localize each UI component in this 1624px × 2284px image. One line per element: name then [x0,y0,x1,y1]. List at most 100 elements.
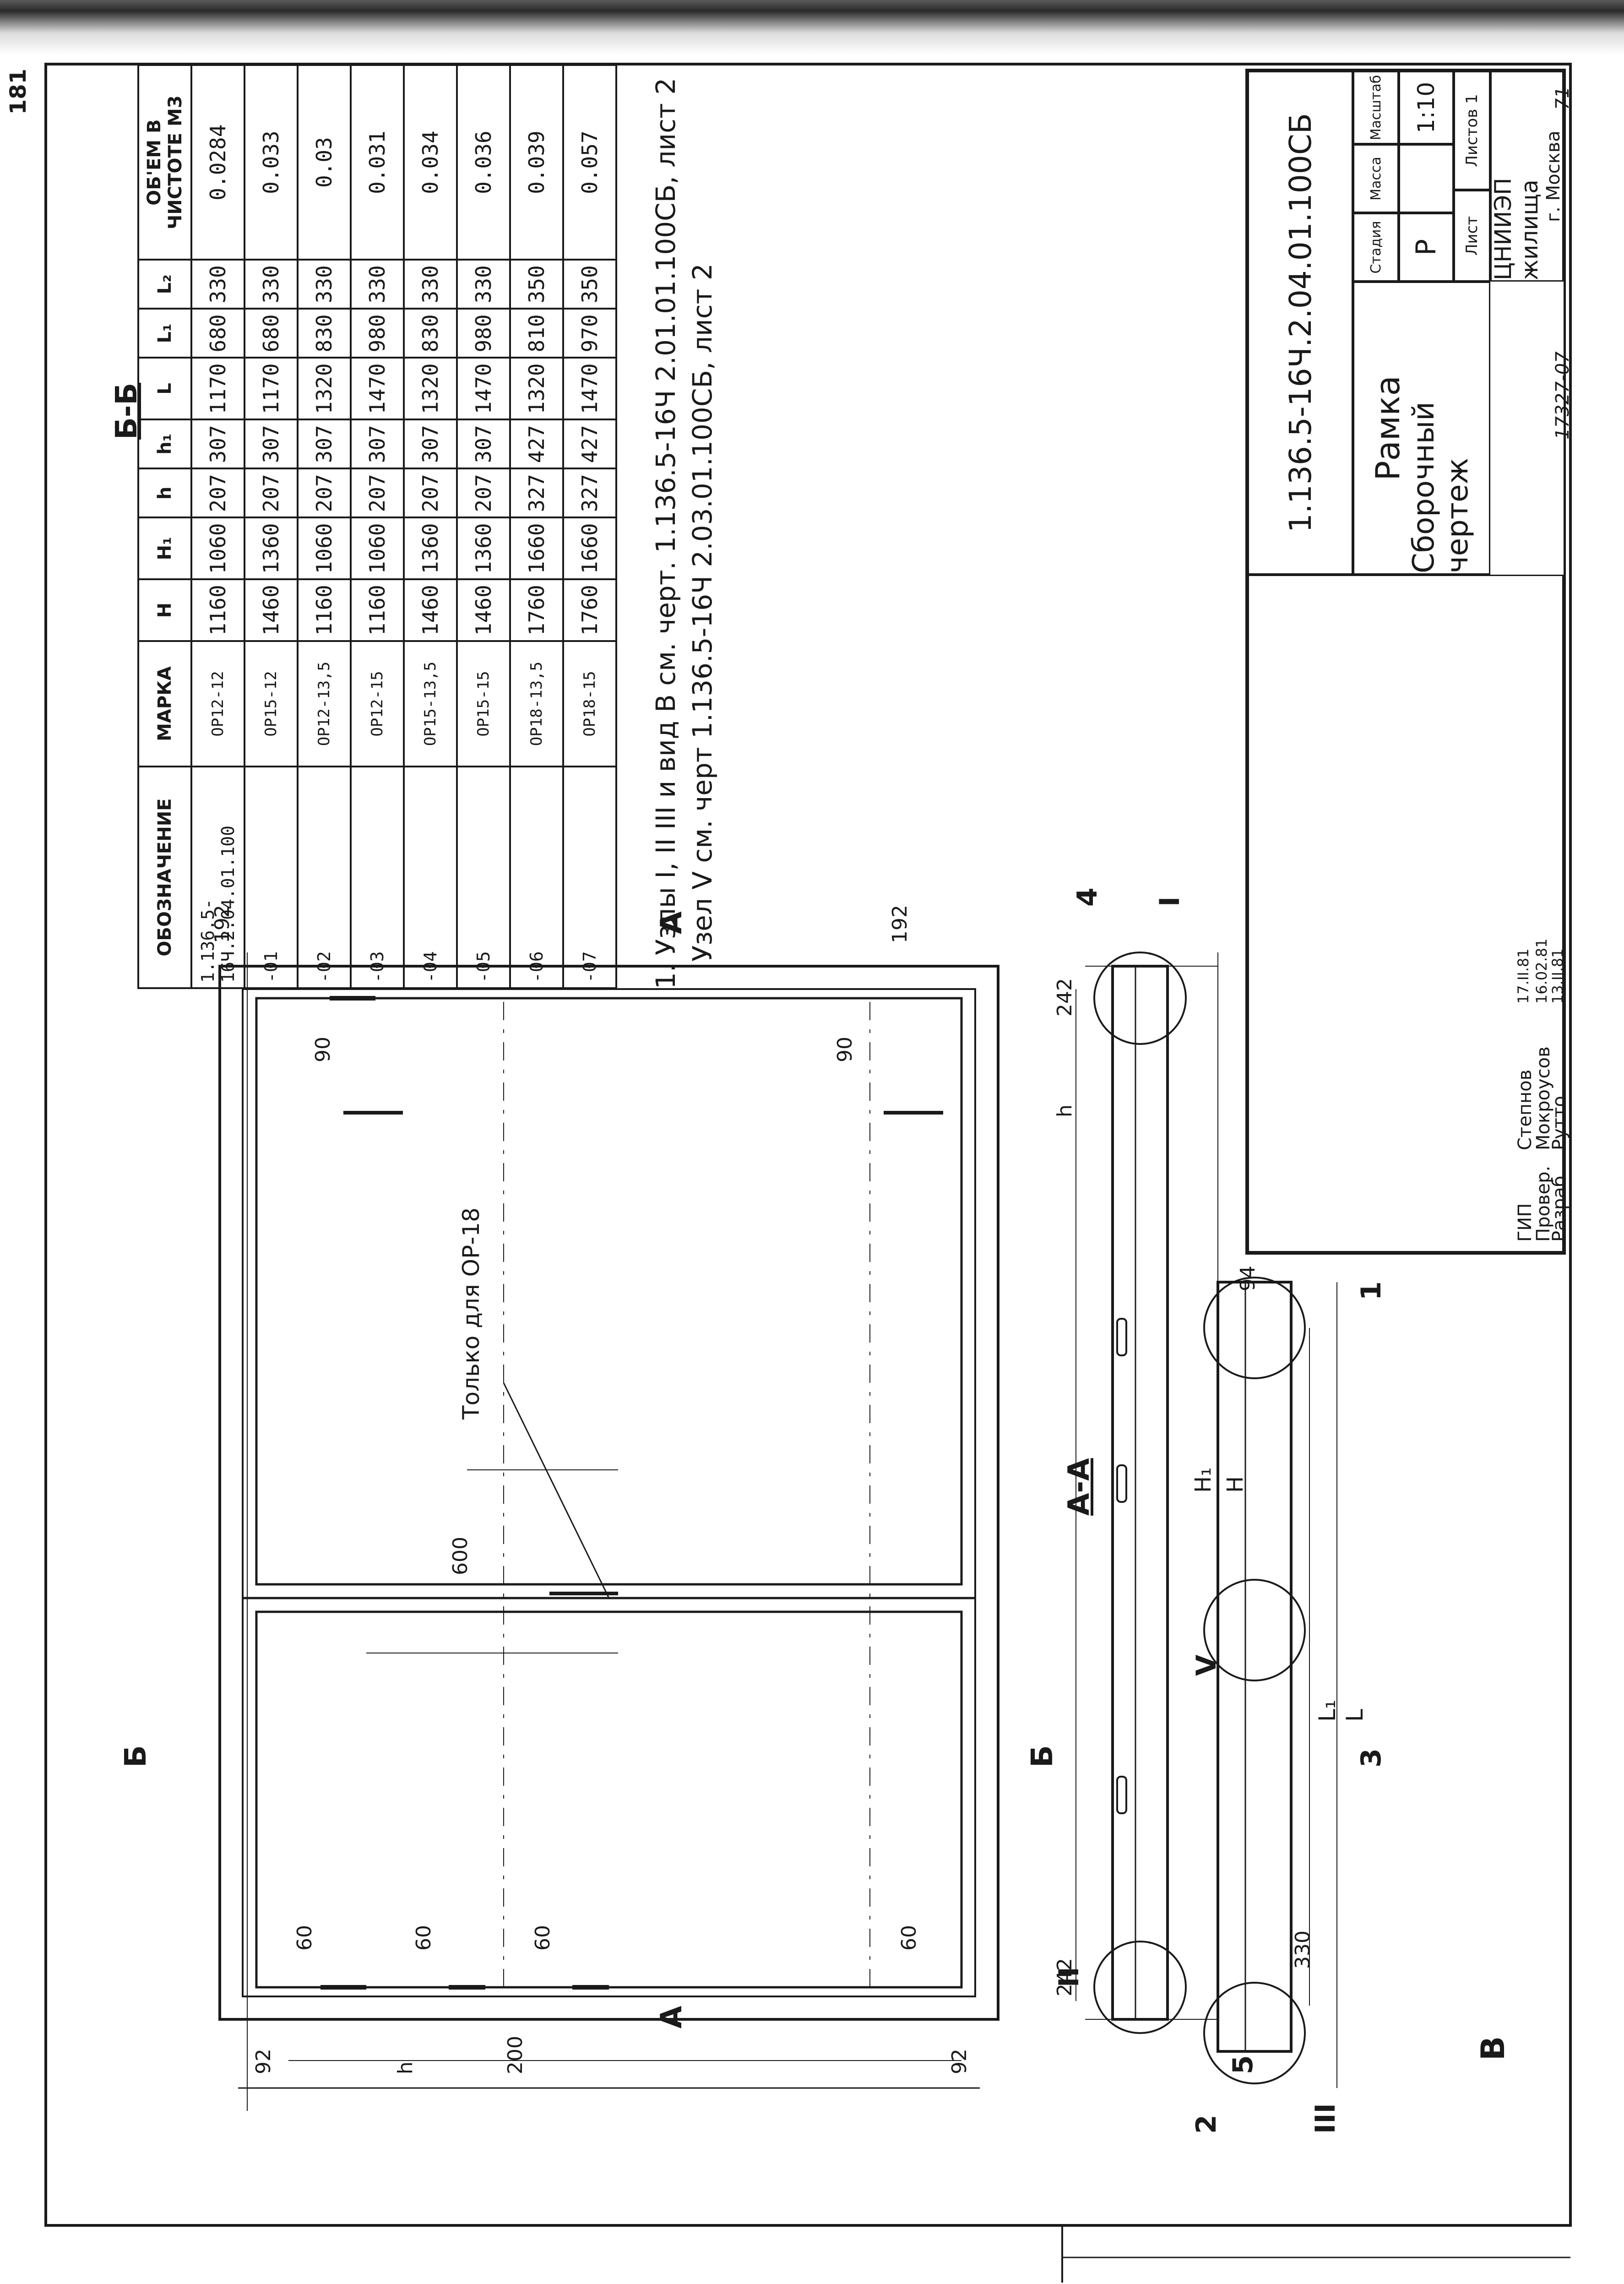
table-cell: 1470 [351,358,404,420]
scale-label-cell: Масштаб [1353,71,1399,144]
table-cell: 1360 [457,517,510,580]
mass-value-cell [1399,144,1454,213]
callout-5: 5 [1227,2055,1259,2074]
table-cell: 1060 [351,517,404,580]
table-cell: 307 [298,419,351,469]
dim-200: 200 [504,2036,527,2074]
table-cell: ОР15-15 [457,641,510,767]
title-line-1: Рамка [1369,375,1407,481]
table-cell: 1360 [244,517,298,580]
table-cell: 680 [244,309,298,358]
table-cell: ОР12-13,5 [298,641,351,767]
table-cell: 980 [351,309,404,358]
table-cell: 330 [404,260,457,309]
table-cell: 330 [244,260,298,309]
table-cell: 1170 [244,358,298,420]
table-cell: 1.136.5-16Ч.2.04.01.100 [191,767,244,988]
table-cell: 1160 [191,579,244,641]
note-line-1: 1. Узлы I, II III и вид В см. черт. 1.13… [650,77,681,989]
leader-line [503,1382,610,1599]
table-cell: 327 [563,468,616,518]
spec-table: ОБОЗНАЧЕНИЕ МАРКА H H₁ h h₁ L L₁ L₂ ОБ'Е… [137,64,617,989]
dim-90-a: 90 [311,1037,335,1062]
table-cell: 0.03 [298,65,351,260]
table-cell: 327 [510,468,563,518]
table-cell: 1460 [457,579,510,641]
table-cell: ОР18-15 [563,641,616,767]
table-cell: 970 [563,309,616,358]
spec-header-cell: L₁ [138,309,191,358]
node-circle-5 [1203,1579,1306,1681]
table-cell: 330 [298,260,351,309]
dim-L1: L₁ [1314,1700,1341,1722]
dim-90-b: 90 [833,1037,857,1062]
table-cell: 1320 [298,358,351,420]
table-cell: 1660 [510,517,563,580]
callout-3: 3 [1355,1748,1387,1767]
table-cell: 307 [351,419,404,469]
table-cell: 1320 [510,358,563,420]
table-cell: 1760 [563,579,616,641]
dim-92-right: 92 [948,2049,971,2074]
slot [1116,1776,1127,1814]
title-cell: Рамка Сборочный чертеж [1353,282,1490,575]
date-razrab: 13.II.81 [1549,948,1566,1004]
table-cell: 207 [244,468,298,518]
page-mark: 71 [1552,87,1573,110]
name-razrab: Рутто [1549,1096,1570,1150]
table-cell: 1320 [404,358,457,420]
node-circle-right [1203,1277,1306,1379]
table-cell: -06 [510,767,563,988]
scale-value: 1:10 [1413,82,1439,134]
sheet-label-cell: Лист [1454,190,1490,282]
table-cell: 207 [404,468,457,518]
date-prov: 16.02.81 [1533,938,1550,1004]
node-circle-3 [1203,1982,1306,2084]
mass-label-cell: Масса [1353,144,1399,213]
title-block-left: ГИП Степнов 17.II.81 Провер. Мокроусов 1… [1248,575,1570,1252]
section-bb-body [1111,965,1169,2021]
dim-192-bottom: 192 [888,905,912,943]
doc-code: 1.136.5-16Ч.2.04.01.100СБ [1282,113,1318,533]
slot [1116,1464,1127,1503]
table-cell: -05 [457,767,510,988]
spec-header-cell: L [138,358,191,420]
table-cell: 207 [191,468,244,518]
callout-2: 2 [1190,2115,1222,2134]
sheet-label: Лист [1463,216,1481,256]
dim-60-a: 60 [293,1925,316,1951]
table-cell: 1460 [244,579,298,641]
stage-label-cell: Стадия [1353,213,1399,282]
spec-header-cell: МАРКА [138,641,191,767]
role-razrab: Разраб. [1549,1169,1570,1242]
table-cell: ОР18-13,5 [510,641,563,767]
dim-H: H [1222,1476,1248,1493]
spec-header-cell: h₁ [138,419,191,469]
node-label-2: II [1053,1967,1085,1987]
table-cell: 427 [563,419,616,469]
spec-header-cell: H₁ [138,517,191,580]
front-view-outer [218,965,999,2021]
doc-code-cell: 1.136.5-16Ч.2.04.01.100СБ [1248,71,1353,575]
rotated-drawing: В А-А Б-Б А А Б Б Только для ОР-18 192 1… [46,64,1573,2225]
spec-header-cell: H [138,579,191,641]
outer-frame [44,63,1572,2227]
callout-1: 1 [1355,1281,1387,1300]
dim-h: h [394,2061,417,2074]
table-cell: 0.0284 [191,65,244,260]
table-cell: 207 [457,468,510,518]
table-cell: 1660 [563,517,616,580]
table-cell: 427 [510,419,563,469]
table-cell: 1060 [298,517,351,580]
spec-header-cell: h [138,468,191,518]
node-label-5: V [1190,1654,1222,1676]
table-cell: ОР15-12 [244,641,298,767]
org-city: г. Москва [1543,131,1564,222]
